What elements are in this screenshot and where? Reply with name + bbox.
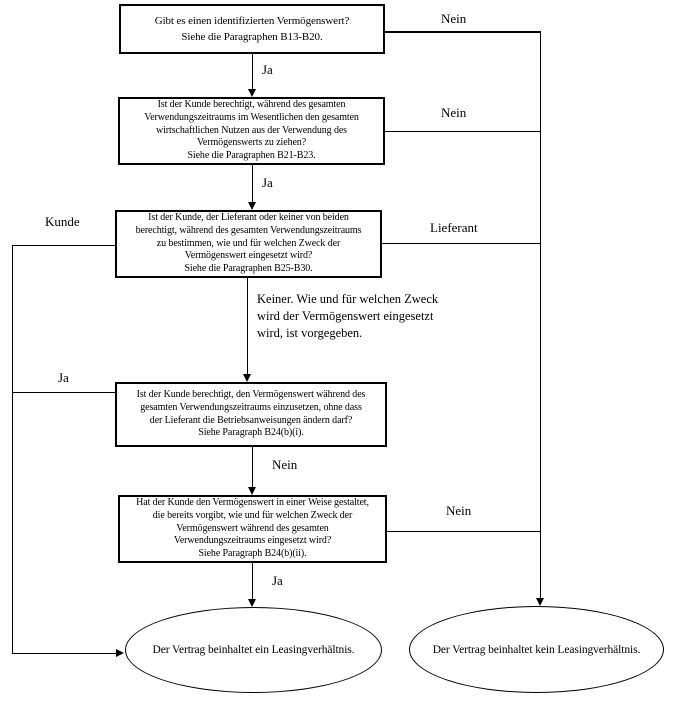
edge-q3-to-q4 [247, 278, 248, 374]
edge-q3-lieferant [382, 243, 540, 244]
edge-q2-to-q3 [252, 165, 253, 202]
decision-box-operate-asset: Ist der Kunde berechtigt, den Vermögensw… [115, 382, 387, 447]
decision-box-designed-asset-text: Hat der Kunde den Vermögenswert in einer… [136, 497, 369, 560]
decision-box-who-directs-use-text: Ist der Kunde, der Lieferant oder keiner… [135, 212, 362, 275]
terminal-contract-is-not-lease: Der Vertrag beinhaltet kein Leasingverhä… [409, 606, 664, 693]
edge-label-q4-nein: Nein [272, 457, 298, 472]
edge-label-q5-nein: Nein [446, 503, 472, 518]
arrowhead-q4-to-q5-icon [248, 487, 256, 495]
arrowhead-lease-icon [116, 649, 124, 657]
decision-box-identified-asset: Gibt es einen identifizierten Vermögensw… [119, 4, 385, 54]
arrowhead-q5-to-lease-icon [248, 599, 256, 607]
edge-label-q3-keiner: Keiner. Wie und für welchen Zweck wird d… [257, 292, 439, 340]
decision-box-operate-asset-text: Ist der Kunde berechtigt, den Vermögensw… [136, 388, 366, 439]
edge-q2-nein [385, 131, 540, 132]
edge-label-q1-ja: Ja [262, 62, 273, 77]
arrowhead-q1-to-q2-icon [248, 89, 256, 97]
terminal-contract-is-lease: Der Vertrag beinhaltet ein Leasingverhäl… [125, 607, 382, 693]
decision-box-identified-asset-text: Gibt es einen identifizierten Vermögensw… [154, 14, 350, 44]
terminal-contract-is-not-lease-text: Der Vertrag beinhaltet kein Leasingverhä… [432, 643, 641, 656]
terminal-contract-is-lease-text: Der Vertrag beinhaltet ein Leasingverhäl… [152, 644, 355, 656]
edge-q5-to-lease [252, 563, 253, 599]
edge-q1-to-q2 [252, 54, 253, 90]
decision-box-economic-benefits: Ist der Kunde berechtigt, während des ge… [118, 97, 385, 165]
decision-box-who-directs-use: Ist der Kunde, der Lieferant oder keiner… [115, 210, 382, 278]
rail-left-to-lease [12, 245, 13, 654]
rail-right-to-no-lease [540, 31, 541, 598]
edge-rail-to-lease [12, 653, 116, 654]
arrowhead-no-lease-icon [536, 598, 544, 606]
edge-label-q1-nein: Nein [441, 11, 467, 26]
edge-label-q3-lieferant: Lieferant [430, 220, 478, 235]
edge-label-q2-nein: Nein [441, 105, 467, 120]
edge-q5-nein [387, 531, 540, 532]
edge-label-q3-kunde: Kunde [45, 214, 80, 229]
edge-q3-kunde [12, 245, 115, 246]
edge-q4-ja [12, 392, 115, 393]
edge-label-q4-ja: Ja [58, 370, 69, 385]
arrowhead-q2-to-q3-icon [248, 202, 256, 210]
edge-q1-nein [385, 31, 540, 33]
arrowhead-q3-to-q4-icon [243, 374, 251, 382]
edge-q4-to-q5 [252, 447, 253, 487]
edge-label-q2-ja: Ja [262, 175, 273, 190]
decision-box-economic-benefits-text: Ist der Kunde berechtigt, während des ge… [144, 99, 359, 162]
edge-label-q5-ja: Ja [272, 573, 283, 588]
decision-box-designed-asset: Hat der Kunde den Vermögenswert in einer… [118, 495, 387, 563]
